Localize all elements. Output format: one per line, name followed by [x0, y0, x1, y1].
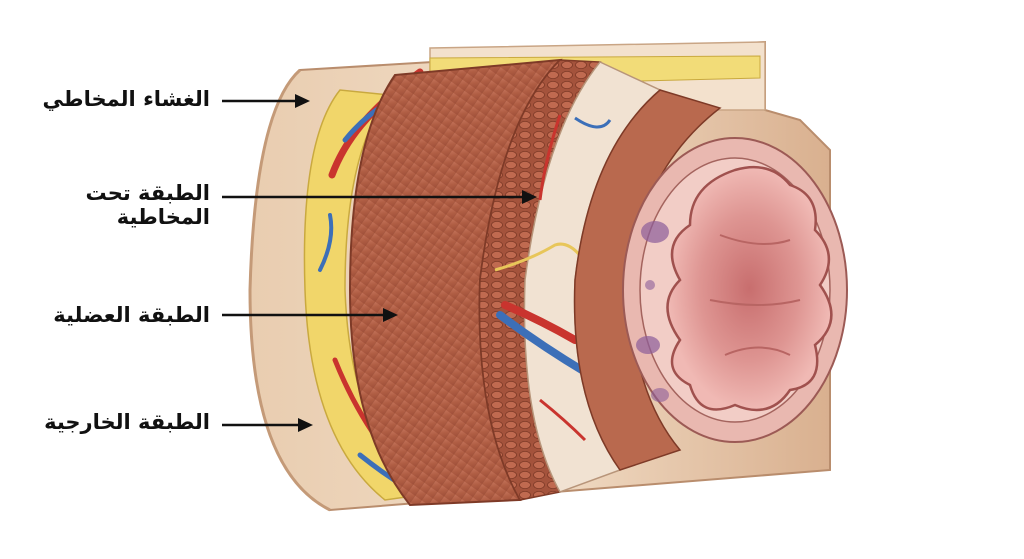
label-arrows	[222, 94, 537, 432]
label-submucosa: الطبقة تحت المخاطية	[85, 181, 210, 229]
muscular-layer	[348, 58, 602, 507]
label-mucosa: الغشاء المخاطي	[42, 87, 210, 111]
arrow-head-outer	[298, 418, 313, 432]
arrow-head-submucosa	[522, 190, 537, 204]
arrow-head-muscular	[383, 308, 398, 322]
label-submucosa-line2: المخاطية	[116, 205, 210, 230]
arrow-head-mucosa	[295, 94, 310, 108]
lumen	[666, 165, 833, 412]
label-outer-layer: الطبقة الخارجية	[44, 410, 210, 434]
label-submucosa-line1: الطبقة تحت	[85, 181, 210, 205]
label-muscular: الطبقة العضلية	[53, 303, 210, 327]
